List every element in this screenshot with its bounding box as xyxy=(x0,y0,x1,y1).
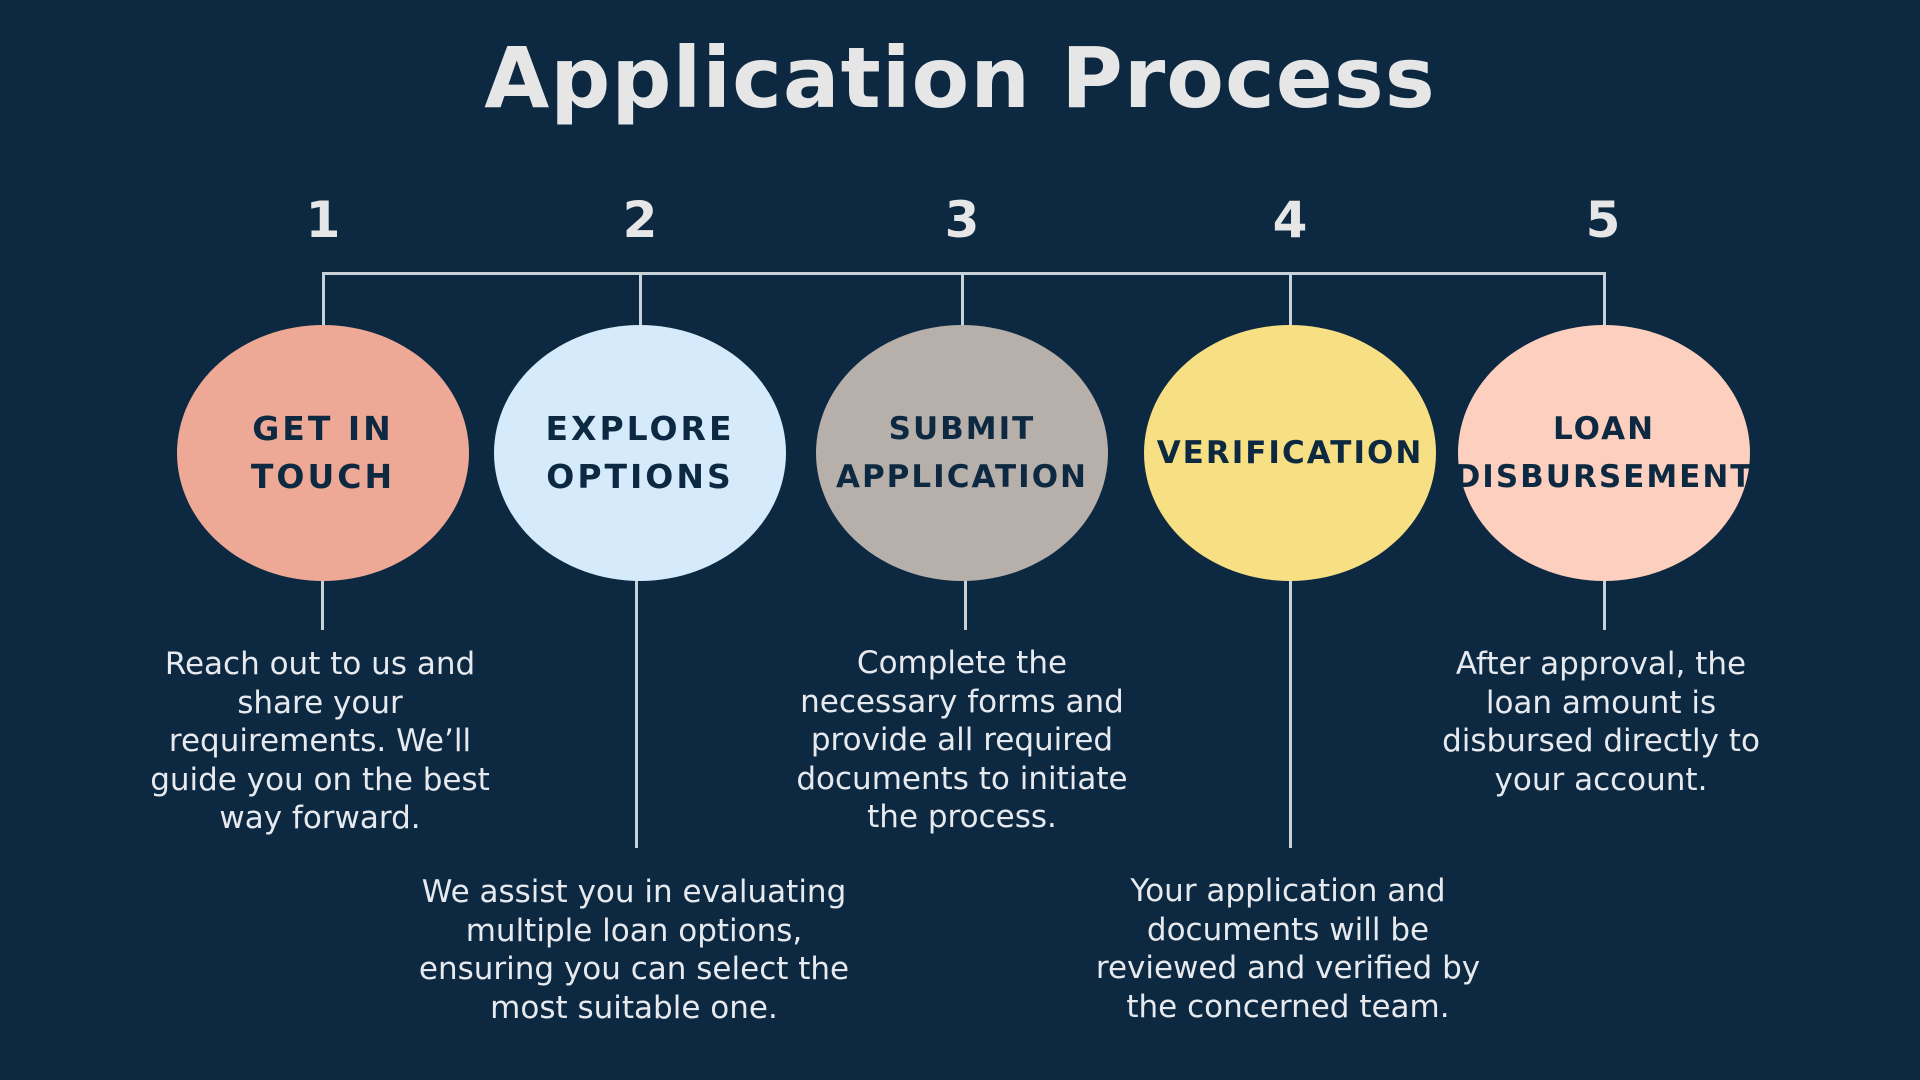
step-label: EXPLORE OPTIONS xyxy=(545,409,735,496)
step-number-4: 4 xyxy=(1272,191,1308,249)
connector-bottom-4 xyxy=(1289,578,1292,848)
step-description-5: After approval, the loan amount is disbu… xyxy=(1442,646,1760,798)
step-circle-loan-disbursement: LOAN DISBURSEMENT xyxy=(1455,325,1751,581)
connector-top-1 xyxy=(322,272,325,327)
step-circle-submit-application: SUBMIT APPLICATION xyxy=(816,325,1108,581)
step-label: SUBMIT APPLICATION xyxy=(835,411,1089,495)
step-circle-verification: VERIFICATION xyxy=(1144,325,1436,581)
connector-bottom-2 xyxy=(635,578,638,848)
timeline-connector xyxy=(322,272,1606,275)
page-title: Application Process xyxy=(484,29,1436,127)
step-description-2: We assist you in evaluating multiple loa… xyxy=(418,874,850,1026)
connector-bottom-1 xyxy=(321,578,324,630)
step-description-3: Complete the necessary forms and provide… xyxy=(796,645,1128,835)
step-number-5: 5 xyxy=(1585,191,1621,249)
step-description-4: Your application and documents will be r… xyxy=(1095,873,1481,1025)
connector-top-4 xyxy=(1289,272,1292,327)
step-circle-get-in-touch: GET IN TOUCH xyxy=(177,325,469,581)
step-number-3: 3 xyxy=(944,191,980,249)
step-circle-explore-options: EXPLORE OPTIONS xyxy=(494,325,786,581)
connector-bottom-3 xyxy=(964,578,967,630)
step-label: VERIFICATION xyxy=(1156,435,1424,471)
connector-top-3 xyxy=(961,272,964,327)
step-description-1: Reach out to us and share your requireme… xyxy=(150,646,490,836)
connector-top-5 xyxy=(1603,272,1606,327)
step-label: LOAN DISBURSEMENT xyxy=(1454,411,1754,495)
connector-bottom-5 xyxy=(1603,578,1606,630)
step-label: GET IN TOUCH xyxy=(250,409,396,496)
step-number-1: 1 xyxy=(305,191,341,249)
connector-top-2 xyxy=(639,272,642,327)
step-number-2: 2 xyxy=(622,191,658,249)
